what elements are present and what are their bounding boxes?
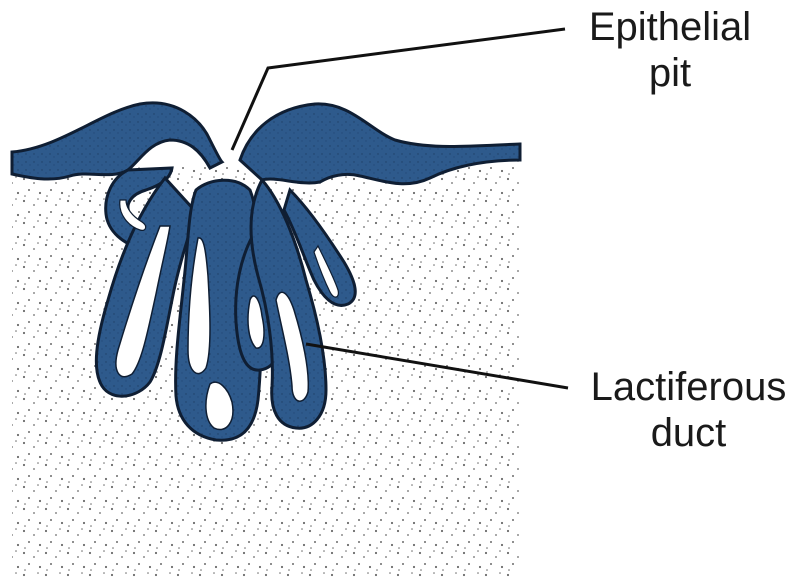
lactiferous-duct-label: Lactiferous duct: [566, 364, 811, 456]
epithelial-pit-label: Epithelial pit: [560, 4, 780, 96]
lactiferous-duct-label-line2: duct: [566, 410, 811, 456]
lactiferous-duct-label-line1: Lactiferous: [566, 364, 811, 410]
epithelial-pit-label-line1: Epithelial: [560, 4, 780, 50]
epithelial-pit-label-line2: pit: [560, 50, 780, 96]
